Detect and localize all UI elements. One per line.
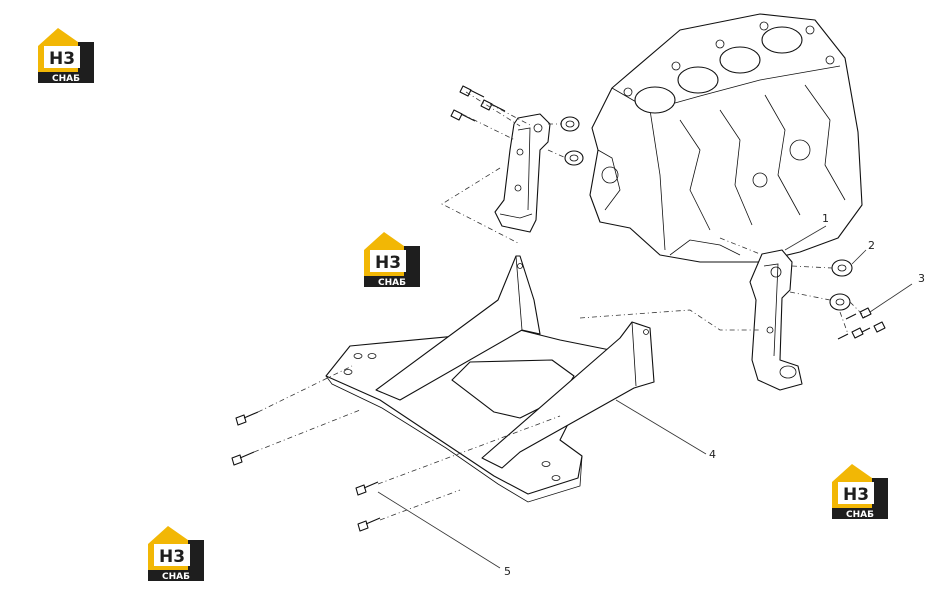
upper-bolts	[450, 85, 506, 122]
callout-2: 2	[868, 239, 875, 252]
logo-mark: H3	[843, 485, 869, 505]
logo-caption: СНАБ	[378, 278, 406, 288]
upper-washers	[560, 116, 584, 166]
right-engine-bracket	[749, 249, 803, 391]
watermark-logo: H3 СНАБ	[144, 522, 208, 582]
logo-mark: H3	[49, 49, 75, 69]
left-engine-bracket	[494, 113, 551, 233]
logo-mark: H3	[159, 547, 185, 567]
base-plate-bolts	[231, 411, 381, 532]
watermark-logo: H3 СНАБ	[34, 24, 98, 84]
watermark-logo: H3 СНАБ	[828, 460, 892, 520]
logo-caption: СНАБ	[162, 572, 190, 582]
mounting-base-plate	[325, 255, 655, 503]
logo-caption: СНАБ	[52, 74, 80, 84]
callout-1: 1	[822, 212, 829, 225]
right-bolts	[837, 307, 886, 340]
alignment-lines	[253, 91, 867, 521]
callout-4: 4	[709, 448, 716, 461]
logo-caption: СНАБ	[846, 510, 874, 520]
callout-5: 5	[504, 565, 511, 578]
right-washers	[829, 259, 853, 311]
leader-lines	[377, 225, 913, 569]
engine-block	[589, 13, 863, 263]
callout-3: 3	[918, 272, 925, 285]
watermark-logo: H3 СНАБ	[360, 228, 424, 288]
logo-mark: H3	[375, 253, 401, 273]
